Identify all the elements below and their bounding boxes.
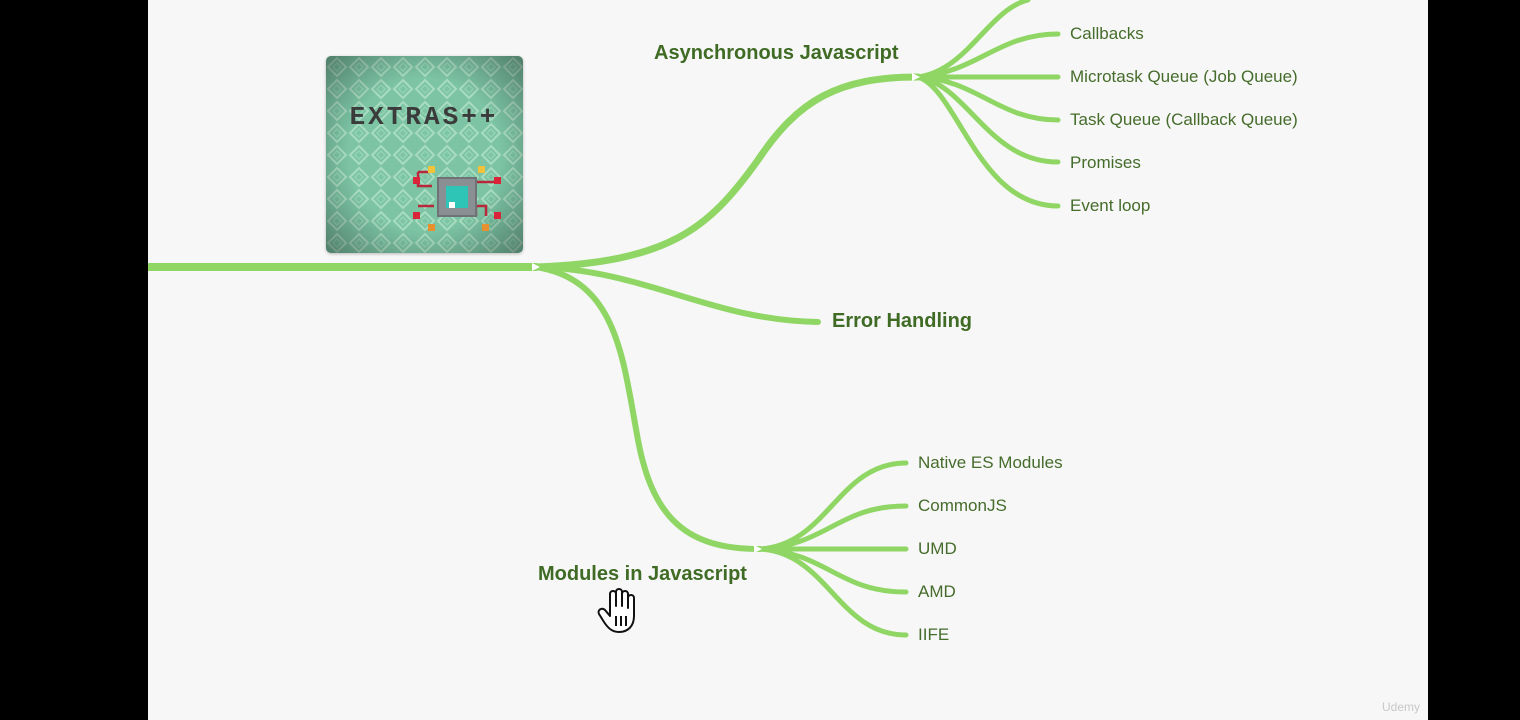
branch-async-label[interactable]: Asynchronous Javascript	[654, 42, 899, 64]
async-joint	[912, 73, 920, 81]
leaf-iife[interactable]: IIFE	[918, 625, 950, 644]
connector-callbacks	[915, 31, 1061, 80]
leaf-task-queue[interactable]: Task Queue (Callback Queue)	[1070, 110, 1298, 129]
leaf-microtask-queue[interactable]: Microtask Queue (Job Queue)	[1070, 67, 1298, 86]
mind-map-connectors	[148, 0, 1061, 638]
root-joint	[532, 263, 540, 271]
leaf-promises[interactable]: Promises	[1070, 153, 1141, 172]
branch-modules-label[interactable]: Modules in Javascript	[538, 563, 747, 585]
connector-async	[532, 73, 922, 271]
connector-async-top	[915, 0, 1031, 80]
connector-commonjs	[757, 503, 909, 552]
logo-text: EXTRAS++	[350, 102, 499, 132]
leaf-commonjs[interactable]: CommonJS	[918, 496, 1007, 515]
connector-eventloop	[915, 74, 1061, 209]
leaf-umd[interactable]: UMD	[918, 539, 957, 558]
chip-icon	[413, 166, 501, 231]
branch-errors-label[interactable]: Error Handling	[832, 310, 973, 332]
extras-course-logo: EXTRAS++	[326, 56, 523, 253]
leaf-callbacks[interactable]: Callbacks	[1070, 24, 1144, 43]
connector-iife	[757, 546, 909, 638]
connector-modules	[533, 264, 763, 552]
hand-pointer-icon	[597, 588, 635, 633]
udemy-watermark: Udemy	[1381, 700, 1420, 714]
leaf-event-loop[interactable]: Event loop	[1070, 196, 1151, 215]
connector-taskqueue	[915, 74, 1061, 123]
connector-errors	[533, 264, 821, 325]
connector-promises	[915, 74, 1061, 165]
leaf-native-es-modules[interactable]: Native ES Modules	[918, 453, 1063, 472]
leaf-amd[interactable]: AMD	[918, 582, 956, 601]
modules-joint	[754, 545, 762, 553]
mind-map-canvas: EXTRAS++	[148, 0, 1428, 720]
